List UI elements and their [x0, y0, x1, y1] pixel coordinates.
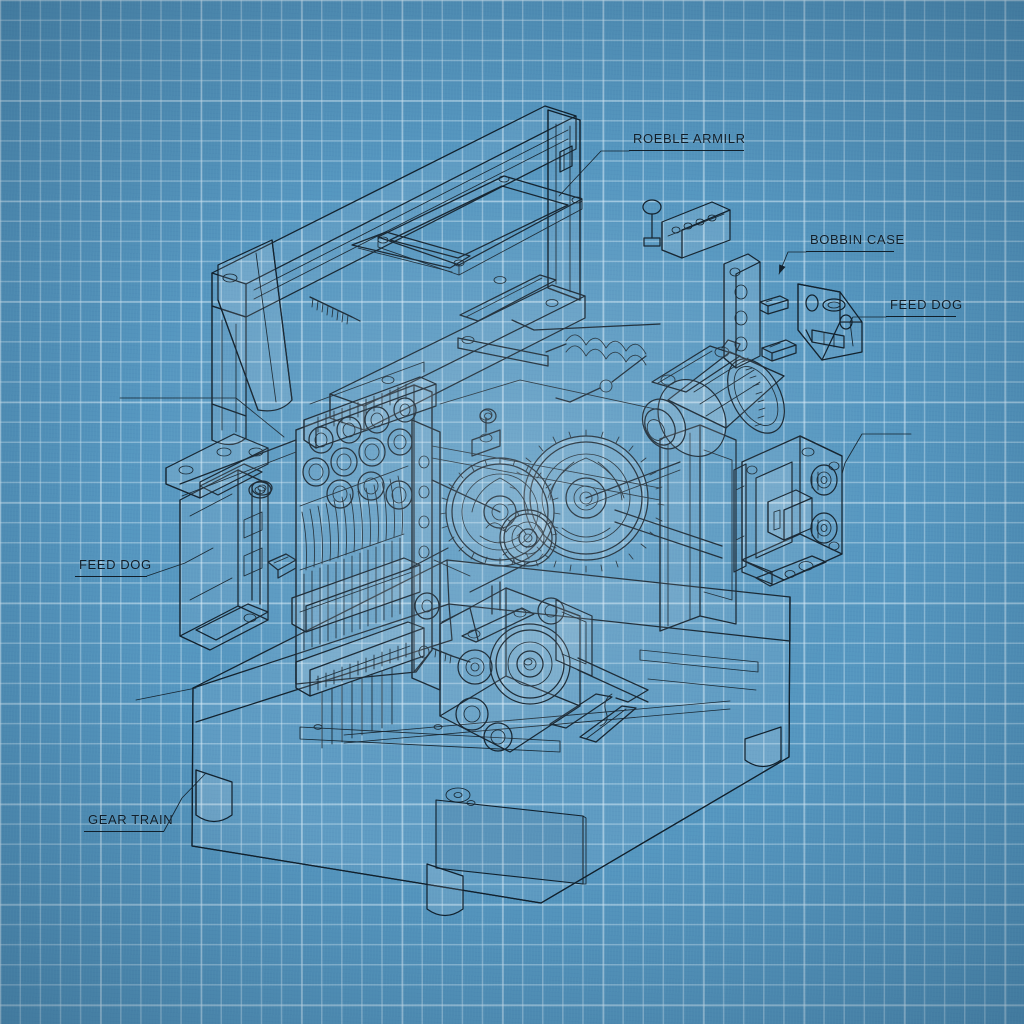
part-right-upright	[659, 424, 737, 632]
leader-gear-train	[163, 772, 207, 832]
callout-rule-bobbin-case	[806, 251, 894, 252]
part-rotary-hook	[439, 561, 649, 753]
callout-rule-needle-bar-arm	[629, 150, 744, 151]
callout-rule-feed-dog-left	[75, 576, 147, 577]
leader-right	[841, 433, 912, 475]
tension-discs-row2	[302, 428, 413, 487]
leader-feed-dog-left	[146, 547, 214, 577]
part-control-module	[733, 435, 843, 587]
leader-needle-bar-arm	[558, 150, 630, 197]
part-small-hardware	[251, 199, 797, 664]
callout-label-feed-dog-right: FEED DOG	[890, 297, 963, 312]
callout-label-gear-train: GEAR TRAIN	[88, 812, 174, 827]
leader-bobbin-case-arrowhead	[779, 264, 786, 274]
part-motor	[641, 339, 785, 457]
callout-label-needle-bar-arm: ROEBLE ARMILR	[633, 131, 746, 146]
part-tension-spring	[457, 319, 661, 403]
callout-leaders	[119, 150, 912, 832]
callout-label-feed-dog-left: FEED DOG	[79, 557, 152, 572]
callout-rule-feed-dog-right	[886, 316, 956, 317]
part-gear-train	[409, 409, 723, 573]
leader-bobbin-case	[778, 251, 807, 275]
part-feed-dog-left	[165, 433, 297, 651]
callout-rule-gear-train	[84, 831, 164, 832]
part-upper-arm	[211, 105, 586, 446]
part-frame-braces	[179, 379, 661, 577]
leader-upper-left	[119, 397, 285, 438]
part-needle-head	[291, 361, 441, 749]
part-bobbin-case	[797, 283, 863, 361]
tension-discs-row1	[308, 397, 417, 454]
leader-feed-dog-right	[849, 316, 887, 347]
callout-label-bobbin-case: BOBBIN CASE	[810, 232, 905, 247]
